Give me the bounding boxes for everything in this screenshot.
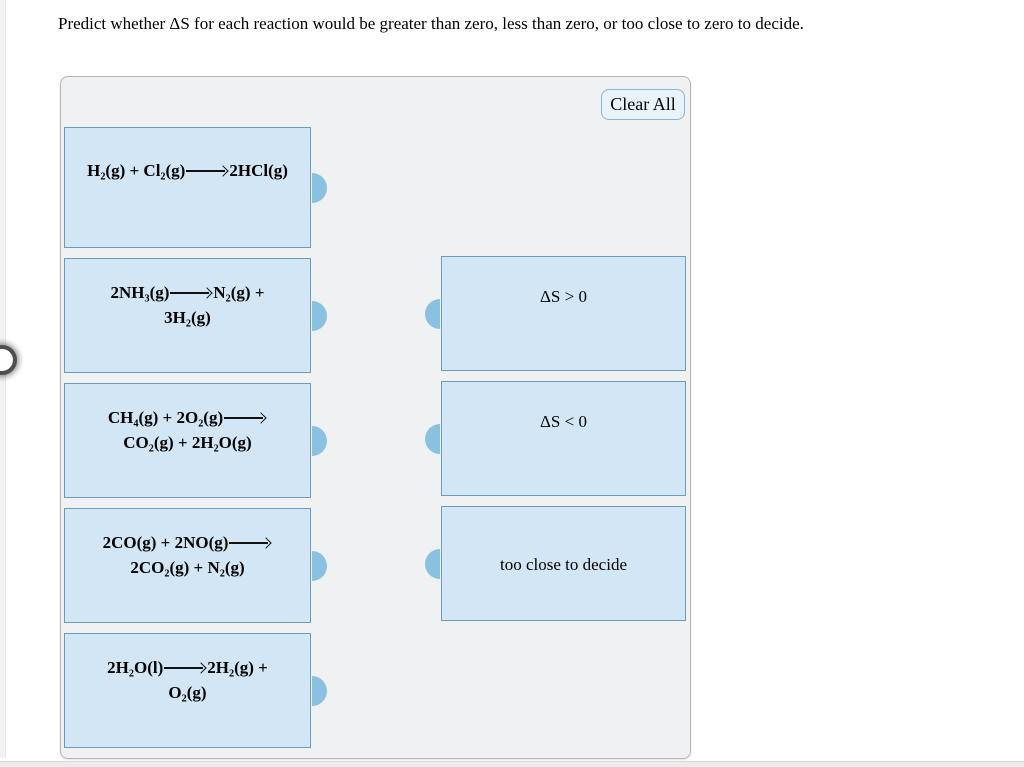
reaction-equation: CH₄(g) + 2O₂(g) <box>73 405 302 430</box>
answer-bin-entropy-negative[interactable]: ΔS < 0 <box>425 381 686 496</box>
reactants: 2NH₃(g) <box>110 283 170 302</box>
reactants: H₂(g) + Cl₂(g) <box>87 161 186 180</box>
reaction-equation: 2H₂O(l) 2H₂(g) + <box>73 655 302 680</box>
reaction-card[interactable]: H₂(g) + Cl₂(g) 2HCl(g) <box>64 127 327 248</box>
bin-connector-icon <box>425 298 440 329</box>
matching-activity-panel: Clear All H₂(g) + Cl₂(g) 2HCl(g) 2NH₃(g) N… <box>60 76 691 759</box>
reaction-arrow-icon <box>229 538 271 548</box>
card-connector-icon <box>312 425 327 456</box>
reaction-arrow-icon <box>164 663 206 673</box>
products-line2: 2CO₂(g) + N₂(g) <box>130 558 245 577</box>
products: 2H₂(g) + <box>207 658 268 677</box>
bin-label: too close to decide <box>500 555 627 574</box>
reaction-arrow-icon <box>186 166 228 176</box>
reaction-card[interactable]: CH₄(g) + 2O₂(g) CO₂(g) + 2H₂O(g) <box>64 383 327 498</box>
prompt-text: Predict whether ΔS for each reaction wou… <box>58 14 804 33</box>
reaction-equation: H₂(g) + Cl₂(g) 2HCl(g) <box>73 158 302 183</box>
bottom-divider <box>0 761 1024 767</box>
card-connector-icon <box>312 675 327 706</box>
reaction-card[interactable]: 2NH₃(g) N₂(g) + 3H₂(g) <box>64 258 327 373</box>
answer-bin-entropy-positive[interactable]: ΔS > 0 <box>425 256 686 371</box>
bin-connector-icon <box>425 548 440 579</box>
reaction-equation: 2CO(g) + 2NO(g) <box>73 530 302 555</box>
card-connector-icon <box>312 550 327 581</box>
card-connector-icon <box>312 300 327 331</box>
bin-label: ΔS > 0 <box>540 287 587 306</box>
products: 2HCl(g) <box>229 161 288 180</box>
bin-connector-icon <box>425 423 440 454</box>
reactants: CH₄(g) + 2O₂(g) <box>107 408 224 427</box>
left-panel-edge <box>0 0 6 758</box>
reactants: 2CO(g) + 2NO(g) <box>102 533 229 552</box>
reaction-card[interactable]: 2H₂O(l) 2H₂(g) + O₂(g) <box>64 633 327 748</box>
reaction-arrow-icon <box>224 413 266 423</box>
products-line2: O₂(g) <box>168 683 207 702</box>
answer-bin-too-close[interactable]: too close to decide <box>425 506 686 621</box>
reaction-arrow-icon <box>170 288 212 298</box>
products-line2: CO₂(g) + 2H₂O(g) <box>123 433 252 452</box>
left-panel-handle[interactable] <box>0 345 17 375</box>
reaction-card[interactable]: 2CO(g) + 2NO(g) 2CO₂(g) + N₂(g) <box>64 508 327 623</box>
clear-all-button[interactable]: Clear All <box>601 89 685 120</box>
products: N₂(g) + <box>213 283 265 302</box>
bin-label: ΔS < 0 <box>540 412 587 431</box>
card-connector-icon <box>312 172 327 203</box>
reaction-equation: 2NH₃(g) N₂(g) + <box>73 280 302 305</box>
products-line2: 3H₂(g) <box>164 308 211 327</box>
reactants: 2H₂O(l) <box>107 658 164 677</box>
